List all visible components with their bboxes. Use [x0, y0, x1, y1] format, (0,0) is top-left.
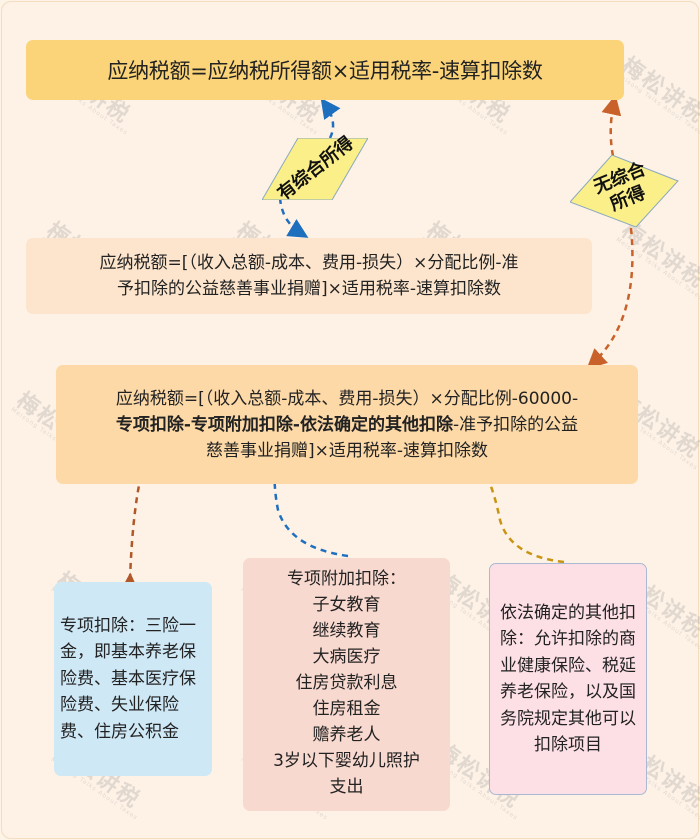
main-formula-special-additional-deduction: 专项附加扣除 [190, 414, 293, 435]
branch-with-income-diamond: 有综合所得 [262, 133, 368, 205]
top-formula-box: 应纳税额=应纳税所得额×适用税率-速算扣除数 [26, 40, 624, 100]
main-formula-line2: 专项扣除-专项附加扣除-依法确定的其他扣除-准予扣除的公益 [116, 412, 578, 438]
other-deduction-text: 依法确定的其他扣除：允许扣除的商业健康保险、税延养老保险，以及国务院规定其他可以… [500, 602, 636, 756]
main-formula-box: 应纳税额=[（收入总额-成本、费用-损失）×分配比例-60000- 专项扣除-专… [56, 365, 638, 484]
main-formula-other-deduction: 依法确定的其他扣除 [299, 414, 453, 435]
special-deduction-text: 专项扣除：三险一金，即基本养老保险费、基本医疗保险费、失业保险费、住房公积金 [60, 615, 196, 742]
deduction-item: 3岁以下婴幼儿照护 [273, 751, 420, 771]
deduction-item: 支出 [329, 777, 364, 797]
deduction-item: 子女教育 [312, 595, 381, 615]
main-formula-separator: - [292, 414, 300, 435]
mid-formula-box: 应纳税额=[（收入总额-成本、费用-损失）×分配比例-准 予扣除的公益慈善事业捐… [26, 238, 592, 314]
special-deduction-box: 专项扣除：三险一金，即基本养老保险费、基本医疗保险费、失业保险费、住房公积金 [54, 582, 212, 776]
special-additional-deduction-title: 专项附加扣除： [287, 569, 406, 589]
mid-formula-line2: 予扣除的公益慈善事业捐赠]×适用税率-速算扣除数 [116, 279, 501, 299]
special-additional-deduction-box: 专项附加扣除： 子女教育 继续教育 大病医疗 住房贷款利息 住房租金 赡养老人 … [243, 558, 450, 811]
main-formula-line1: 应纳税额=[（收入总额-成本、费用-损失）×分配比例-60000- [115, 388, 579, 409]
main-formula-line2-rest: -准予扣除的公益 [452, 414, 579, 435]
main-formula-special-deduction: 专项扣除 [115, 414, 184, 435]
main-formula-line3: 慈善事业捐赠]×适用税率-速算扣除数 [205, 440, 488, 461]
deduction-item: 住房租金 [312, 699, 381, 719]
deduction-item: 住房贷款利息 [295, 673, 398, 693]
deduction-item: 继续教育 [312, 621, 381, 641]
main-formula-separator: - [183, 414, 191, 435]
deduction-item: 赡养老人 [312, 725, 381, 745]
other-deduction-box: 依法确定的其他扣除：允许扣除的商业健康保险、税延养老保险，以及国务院规定其他可以… [489, 563, 647, 795]
mid-formula-line1: 应纳税额=[（收入总额-成本、费用-损失）×分配比例-准 [99, 253, 519, 273]
branch-without-income-diamond: 无综合 所得 [570, 155, 680, 227]
deduction-item: 大病医疗 [312, 647, 381, 667]
top-formula-text: 应纳税额=应纳税所得额×适用税率-速算扣除数 [107, 59, 543, 83]
